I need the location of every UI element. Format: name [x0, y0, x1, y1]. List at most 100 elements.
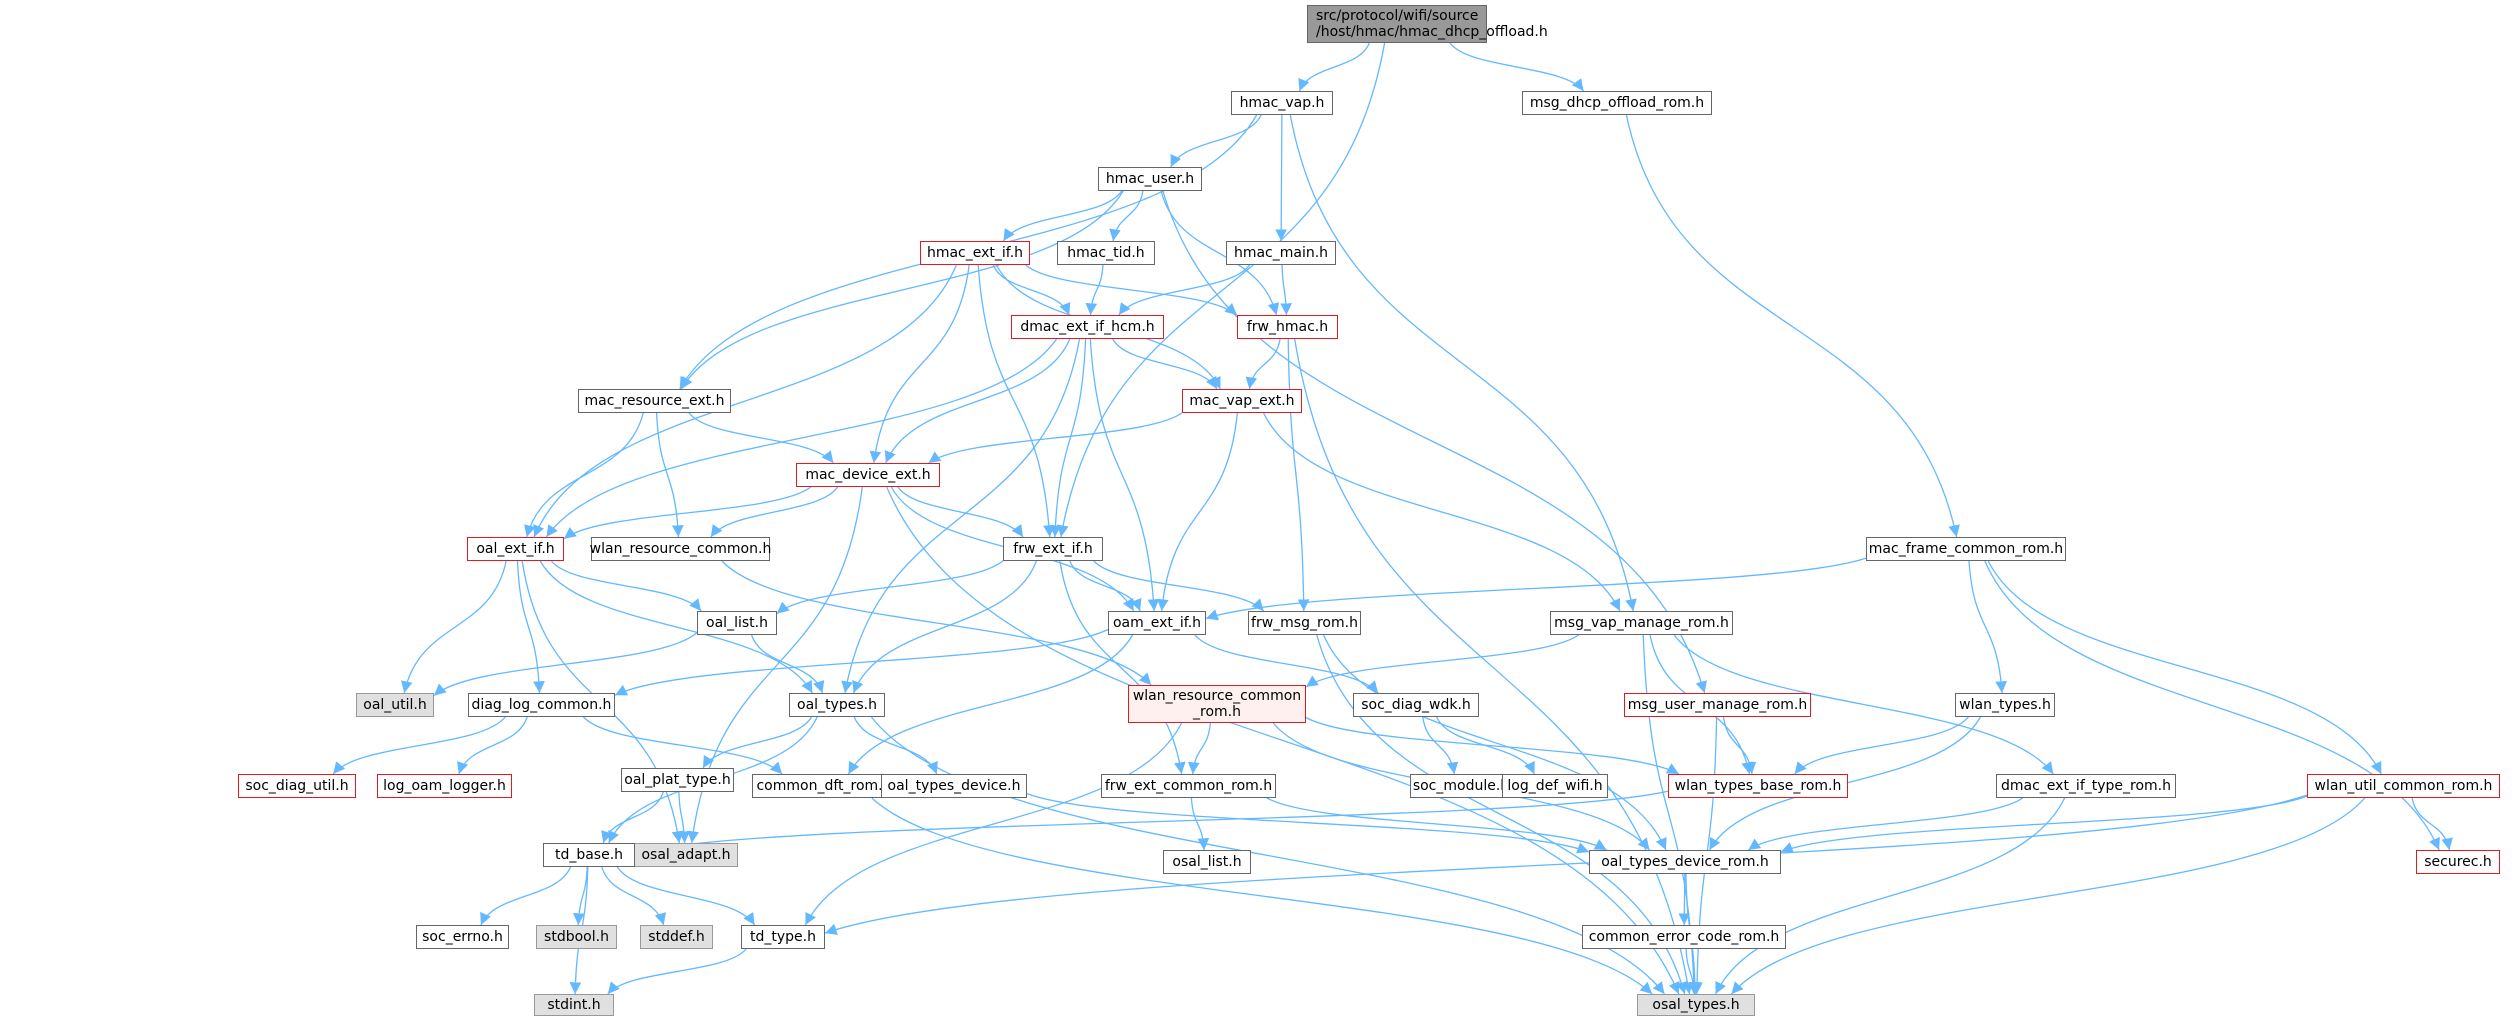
node-soc-module[interactable]: soc_module.h	[1410, 774, 1512, 798]
node-oal-types-device-rom[interactable]: oal_types_device_rom.h	[1589, 850, 1781, 874]
node-log-def-wifi[interactable]: log_def_wifi.h	[1502, 774, 1608, 798]
edge-wlan_resource_common-to-wlan_resource_common_rom	[721, 560, 1152, 686]
node-label: /host/hmac/hmac_dhcp_offload.h	[1316, 24, 1548, 40]
node-osal-types[interactable]: osal_types.h	[1637, 994, 1755, 1016]
edge-dmac_ext_if_hcm-to-frw_ext_if	[1049, 338, 1087, 538]
node-diag-log-common[interactable]: diag_log_common.h	[468, 693, 615, 717]
edge-dmac_ext_if_hcm-to-mac_device_ext	[884, 338, 1071, 464]
edge-soc_diag_wdk-to-soc_module	[1422, 716, 1459, 775]
node-td-base[interactable]: td_base.h	[543, 843, 635, 867]
node-oal-types[interactable]: oal_types.h	[789, 693, 885, 717]
node-osal-list[interactable]: osal_list.h	[1163, 850, 1251, 874]
node-msg-user-manage-rom[interactable]: msg_user_manage_rom.h	[1624, 693, 1811, 717]
node-common-error-code-rom[interactable]: common_error_code_rom.h	[1582, 925, 1786, 949]
node-dmac-ext-if-type-rom[interactable]: dmac_ext_if_type_rom.h	[1996, 774, 2176, 798]
node-stdint[interactable]: stdint.h	[534, 994, 614, 1016]
node-label: hmac_vap.h	[1239, 95, 1325, 111]
node-hmac-user[interactable]: hmac_user.h	[1098, 167, 1202, 191]
edge-mac_resource_ext-to-wlan_resource_common	[655, 412, 684, 538]
node-oal-plat-type[interactable]: oal_plat_type.h	[621, 768, 734, 792]
node-label: hmac_ext_if.h	[926, 245, 1024, 261]
node-oal-util[interactable]: oal_util.h	[356, 693, 434, 717]
node-label: common_error_code_rom.h	[1588, 929, 1780, 945]
node-oal-types-device[interactable]: oal_types_device.h	[881, 774, 1027, 798]
node-hmac-tid[interactable]: hmac_tid.h	[1057, 241, 1155, 265]
edge-diag_log_common-to-common_dft_rom	[582, 716, 783, 775]
node-label: stddef.h	[648, 929, 705, 945]
node-dmac-ext-if-hcm[interactable]: dmac_ext_if_hcm.h	[1011, 315, 1164, 339]
edge-oal_types-to-oal_plat_type	[702, 716, 813, 769]
node-wlan-util-common-rom[interactable]: wlan_util_common_rom.h	[2307, 774, 2500, 798]
node-hmac-main[interactable]: hmac_main.h	[1226, 241, 1336, 265]
node-wlan-resource-common-rom[interactable]: wlan_resource_common_rom.h	[1128, 685, 1306, 723]
edge-hmac_ext_if-to-mac_device_ext	[869, 264, 970, 464]
node-oal-list[interactable]: oal_list.h	[697, 611, 777, 635]
node-label: log_def_wifi.h	[1507, 778, 1603, 794]
node-mac-device-ext[interactable]: mac_device_ext.h	[796, 463, 940, 487]
node-common-dft-rom[interactable]: common_dft_rom.h	[752, 774, 896, 798]
node-label: oam_ext_if.h	[1112, 615, 1202, 631]
node-label: td_type.h	[750, 929, 816, 945]
edge-diag_log_common-to-soc_diag_util	[332, 716, 506, 775]
edge-mac_vap_ext-to-mac_device_ext	[928, 412, 1183, 464]
node-label: hmac_main.h	[1233, 245, 1329, 261]
node-mac-resource-ext[interactable]: mac_resource_ext.h	[578, 389, 731, 413]
node-securec[interactable]: securec.h	[2416, 850, 2500, 874]
edge-mac_device_ext-to-osal_types	[886, 486, 1680, 995]
node-label: wlan_resource_common	[1132, 688, 1302, 704]
edge-td_type-to-stdint	[607, 948, 747, 995]
node-label: osal_types.h	[1652, 997, 1740, 1013]
edge-hmac_vap-to-hmac_main	[1275, 114, 1287, 242]
edge-wlan_resource_common_rom-to-td_type	[804, 722, 1183, 926]
node-msg-vap-manage-rom[interactable]: msg_vap_manage_rom.h	[1550, 611, 1733, 635]
edge-frw_hmac-to-mac_vap_ext	[1245, 338, 1281, 390]
edge-frw_ext_if-to-frw_msg_rom	[1093, 560, 1265, 612]
node-hmac-ext-if[interactable]: hmac_ext_if.h	[920, 241, 1030, 265]
node-label: oal_plat_type.h	[624, 772, 731, 788]
node-msg-dhcp-offload-rom[interactable]: msg_dhcp_offload_rom.h	[1522, 91, 1712, 115]
node-oal-ext-if[interactable]: oal_ext_if.h	[467, 537, 564, 561]
edge-hmac_tid-to-dmac_ext_if_hcm	[1085, 264, 1104, 316]
node-mac-vap-ext[interactable]: mac_vap_ext.h	[1182, 389, 1302, 413]
node-frw-ext-if[interactable]: frw_ext_if.h	[1003, 537, 1103, 561]
edge-dmac_ext_if_hcm-to-mac_vap_ext	[1112, 338, 1218, 390]
node-log-oam-logger[interactable]: log_oam_logger.h	[377, 774, 512, 798]
node-label: msg_dhcp_offload_rom.h	[1529, 95, 1705, 111]
node-frw-msg-rom[interactable]: frw_msg_rom.h	[1248, 611, 1361, 635]
edge-dmac_ext_if_type_rom-to-oal_types_device_rom	[1747, 797, 2024, 851]
node-label: wlan_types_base_rom.h	[1674, 778, 1842, 794]
node-label: oal_ext_if.h	[476, 541, 555, 557]
node-soc-diag-wdk[interactable]: soc_diag_wdk.h	[1353, 693, 1479, 717]
node-frw-hmac[interactable]: frw_hmac.h	[1237, 315, 1338, 339]
node-soc-diag-util[interactable]: soc_diag_util.h	[238, 774, 356, 798]
edge-hmac_user-to-hmac_tid	[1109, 190, 1144, 242]
edge-common_dft_rom-to-osal_types	[871, 797, 1653, 995]
node-label: frw_ext_if.h	[1013, 541, 1093, 557]
node-label: wlan_util_common_rom.h	[2314, 778, 2493, 794]
node-label: osal_list.h	[1172, 854, 1242, 870]
node-root: src/protocol/wifi/source/host/hmac/hmac_…	[1307, 5, 1548, 43]
edge-frw_ext_if-to-oal_types	[852, 560, 1038, 694]
node-label: soc_diag_util.h	[245, 778, 349, 794]
edge-root-to-frw_ext_if	[1057, 42, 1386, 538]
edge-oal_types-to-oal_types_device	[853, 716, 938, 775]
node-wlan-types[interactable]: wlan_types.h	[1955, 693, 2055, 717]
node-frw-ext-common-rom[interactable]: frw_ext_common_rom.h	[1101, 774, 1276, 798]
node-td-type[interactable]: td_type.h	[741, 925, 825, 949]
edge-oal_plat_type-to-td_base	[601, 791, 664, 844]
node-stddef[interactable]: stddef.h	[640, 925, 713, 949]
node-osal-adapt[interactable]: osal_adapt.h	[634, 843, 738, 867]
node-stdbool[interactable]: stdbool.h	[536, 925, 617, 949]
node-wlan-types-base-rom[interactable]: wlan_types_base_rom.h	[1668, 774, 1848, 798]
node-oam-ext-if[interactable]: oam_ext_if.h	[1108, 611, 1206, 635]
node-wlan-resource-common[interactable]: wlan_resource_common.h	[590, 537, 771, 561]
node-label: msg_vap_manage_rom.h	[1554, 615, 1729, 631]
edge-diag_log_common-to-log_oam_logger	[456, 716, 528, 775]
node-soc-errno[interactable]: soc_errno.h	[416, 925, 509, 949]
node-mac-frame-common-rom[interactable]: mac_frame_common_rom.h	[1866, 537, 2066, 561]
edge-hmac_vap-to-msg_vap_manage_rom	[1289, 114, 1637, 612]
node-hmac-vap[interactable]: hmac_vap.h	[1231, 91, 1333, 115]
node-label: _rom.h	[1193, 704, 1241, 720]
node-label: soc_diag_wdk.h	[1361, 697, 1471, 713]
edge-td_base-to-stdbool	[572, 866, 588, 926]
